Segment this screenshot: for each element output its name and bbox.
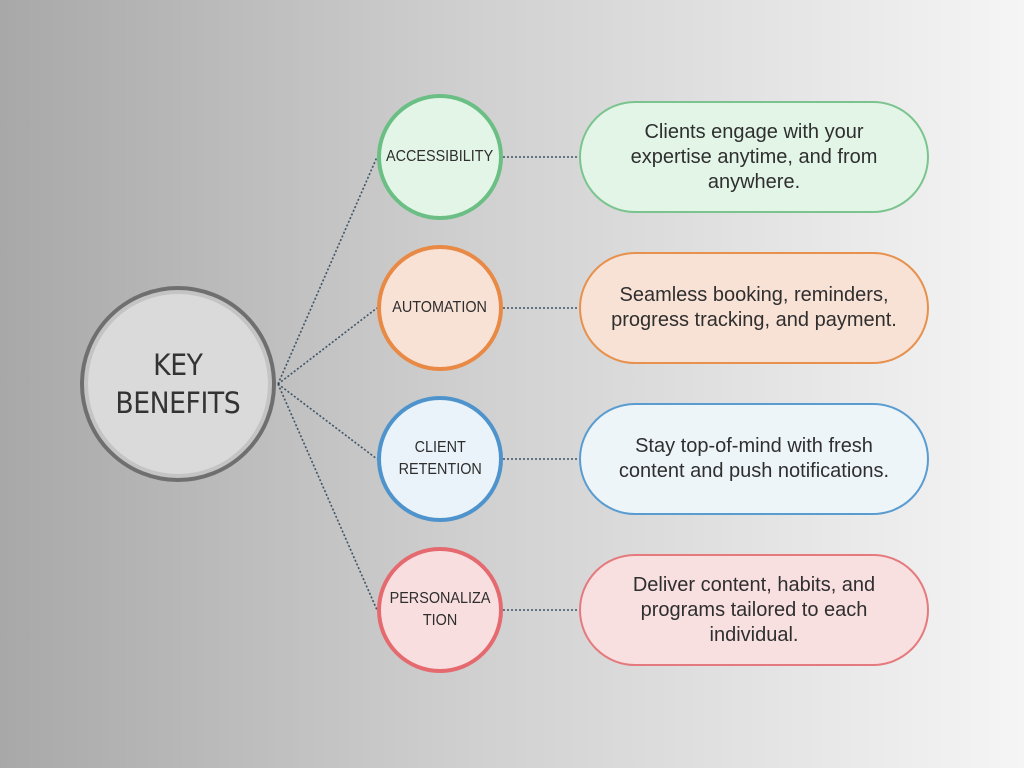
description-text: Clients engage with your expertise anyti… xyxy=(630,120,878,193)
benefit-label: AUTOMATION xyxy=(392,299,488,316)
description-text: Deliver content, habits, and programs ta… xyxy=(632,573,876,646)
benefit-description-automation: Seamless booking, reminders, progress tr… xyxy=(579,252,929,364)
benefit-circle-personalization: PERSONALIZA TION xyxy=(377,547,503,673)
benefit-label: CLIENT RETENTION xyxy=(398,439,482,478)
hub-circle: KEY BENEFITS xyxy=(80,286,276,482)
benefit-description-client-retention: Stay top-of-mind with fresh content and … xyxy=(579,403,929,515)
benefit-description-personalization: Deliver content, habits, and programs ta… xyxy=(579,554,929,666)
hub-connector-personalization xyxy=(277,383,378,611)
benefit-label: PERSONALIZA TION xyxy=(389,590,491,629)
benefit-description-accessibility: Clients engage with your expertise anyti… xyxy=(579,101,929,213)
benefit-circle-automation: AUTOMATION xyxy=(377,245,503,371)
hub-connector-automation xyxy=(277,307,378,385)
description-text: Stay top-of-mind with fresh content and … xyxy=(618,435,890,482)
benefit-label: ACCESSIBILITY xyxy=(386,148,494,165)
benefit-circle-accessibility: ACCESSIBILITY xyxy=(377,94,503,220)
hub-connector-accessibility xyxy=(277,156,378,385)
hub-connector-client-retention xyxy=(277,383,378,460)
description-text: Seamless booking, reminders, progress tr… xyxy=(611,284,897,331)
benefit-circle-client-retention: CLIENT RETENTION xyxy=(377,396,503,522)
hub-title: KEY BENEFITS xyxy=(115,348,241,420)
